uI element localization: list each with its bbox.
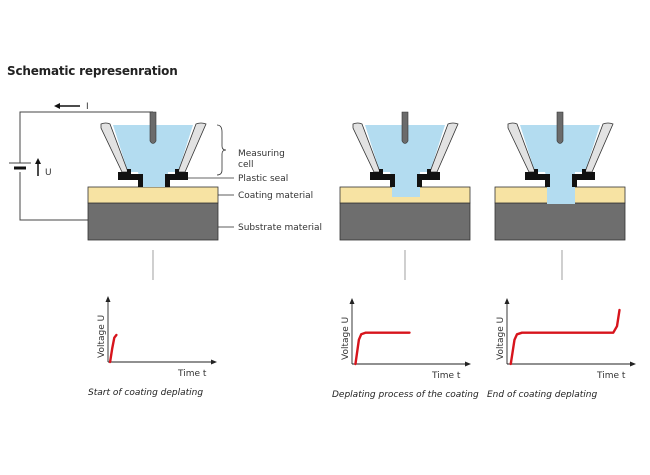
x-axis-label: Time t [431, 371, 461, 381]
voltage-curve [509, 308, 621, 366]
y-axis-arrow [105, 296, 111, 302]
cell-wall-right [177, 122, 207, 173]
measuring-cell-bracket [216, 124, 227, 176]
substrate-layer [339, 202, 471, 241]
x-axis-arrow [630, 361, 636, 367]
measuring-cell-process [339, 111, 471, 241]
circuit-wire [19, 111, 153, 163]
x-axis-label: Time t [596, 371, 626, 381]
voltage-curve [354, 331, 411, 366]
measuring-cell-start [87, 111, 219, 241]
chart-caption: Start of coating deplating [88, 388, 203, 398]
cell-wall-right [429, 122, 459, 173]
component-labels: Measuring cell Plastic seal Coating mate… [188, 124, 322, 233]
measuring-cell-end [494, 111, 626, 241]
y-axis-label: Voltage U [496, 317, 506, 360]
current-label: I [86, 102, 89, 112]
plastic-seal-left [525, 169, 550, 187]
electrolyte [113, 125, 193, 187]
voltage-arrow-head [35, 158, 41, 164]
electrode [401, 111, 409, 144]
chart-start: Voltage U Time t Start of coating deplatin… [88, 296, 217, 398]
plastic-seal-right [417, 169, 440, 187]
x-axis-label: Time t [177, 369, 207, 379]
chart-end: Voltage U Time t End of coating deplating [487, 298, 636, 400]
chart-caption: End of coating deplating [487, 390, 597, 400]
chart-process: Voltage U Time t Deplating process of the … [332, 298, 479, 400]
y-axis-label: Voltage U [341, 317, 351, 360]
electrode [149, 111, 157, 144]
y-axis-label: Voltage U [97, 315, 107, 358]
chart-caption: Deplating process of the coating [332, 390, 479, 400]
x-axis-arrow [465, 361, 471, 367]
voltage-curve [108, 333, 118, 364]
cell-wall-right [584, 122, 614, 173]
electrolyte [365, 125, 445, 197]
current-arrow-head [54, 103, 60, 109]
circuit-wire [19, 172, 88, 221]
coating-layer [87, 186, 219, 204]
electrolyte [520, 125, 600, 204]
plastic-seal-left [370, 169, 395, 187]
circuit: I U [9, 102, 153, 221]
plastic-seal-right [572, 169, 595, 187]
substrate-material-label: Substrate material [238, 223, 322, 233]
page-title: Schematic represenration [7, 64, 178, 78]
plastic-seal-right [165, 169, 188, 187]
measuring-cell-label-2: cell [238, 160, 254, 170]
substrate-layer [494, 202, 626, 241]
plastic-seal-left [118, 169, 143, 187]
measuring-cell-label: Measuring [238, 149, 285, 159]
coating-material-label: Coating material [238, 191, 313, 201]
electrode [556, 111, 564, 144]
x-axis-arrow [211, 359, 217, 365]
plastic-seal-label: Plastic seal [238, 174, 288, 184]
substrate-layer [87, 202, 219, 241]
y-axis-arrow [349, 298, 355, 304]
y-axis-arrow [504, 298, 510, 304]
voltage-label: U [45, 168, 52, 178]
